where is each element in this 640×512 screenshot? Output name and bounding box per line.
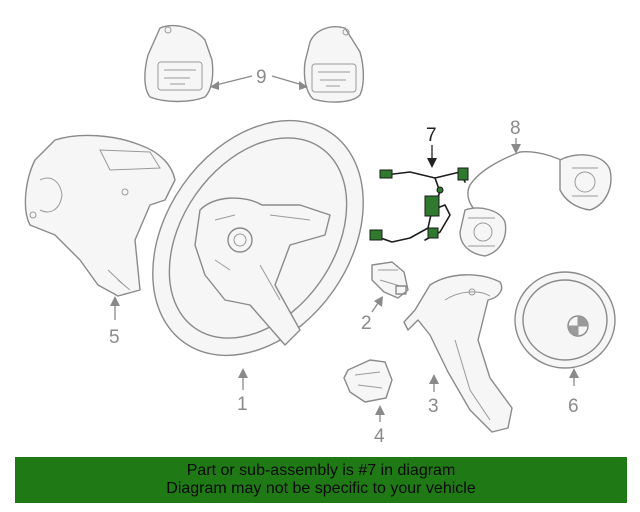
callout-6-arrow: [569, 368, 579, 378]
callout-1[interactable]: 1: [237, 394, 248, 415]
callout-5[interactable]: 5: [109, 327, 120, 348]
callout-7-arrow: [427, 158, 437, 168]
callout-8-arrow: [511, 144, 521, 154]
rear-trim-cover[interactable]: [24, 134, 176, 297]
banner-line-disclaimer: Diagram may not be specific to your vehi…: [166, 480, 476, 497]
wiring-harness[interactable]: [369, 167, 469, 243]
lower-trim-bezel[interactable]: [403, 274, 513, 433]
callout-2-arrow: [374, 296, 383, 307]
multifunction-switch[interactable]: [459, 151, 612, 257]
steering-wheel[interactable]: [109, 80, 407, 395]
part-info-banner: Part or sub-assembly is #7 in diagram Di…: [15, 457, 627, 503]
callout-3-arrow: [429, 374, 439, 384]
paddle-shifter-right[interactable]: [303, 26, 365, 103]
callout-1-arrow: [238, 368, 248, 378]
callout-9-arrow-right: [299, 81, 308, 90]
airbag-module[interactable]: [514, 271, 616, 369]
callout-5-arrow: [110, 296, 120, 306]
callout-6[interactable]: 6: [568, 396, 579, 417]
mounting-clip[interactable]: [371, 261, 409, 299]
callout-7[interactable]: 7: [426, 125, 437, 146]
callout-3[interactable]: 3: [428, 396, 439, 417]
callout-2[interactable]: 2: [361, 313, 372, 334]
callout-4-arrow: [375, 405, 385, 415]
parts-diagram: 9 5 1 7: [24, 24, 616, 447]
support-bracket[interactable]: [343, 359, 393, 403]
callout-4[interactable]: 4: [374, 426, 385, 447]
banner-line-part-number: Part or sub-assembly is #7 in diagram: [186, 462, 456, 479]
callout-8[interactable]: 8: [510, 118, 521, 139]
callout-9-arrow-left: [210, 81, 219, 90]
callout-9[interactable]: 9: [256, 67, 267, 88]
paddle-shifter-left[interactable]: [144, 24, 214, 103]
